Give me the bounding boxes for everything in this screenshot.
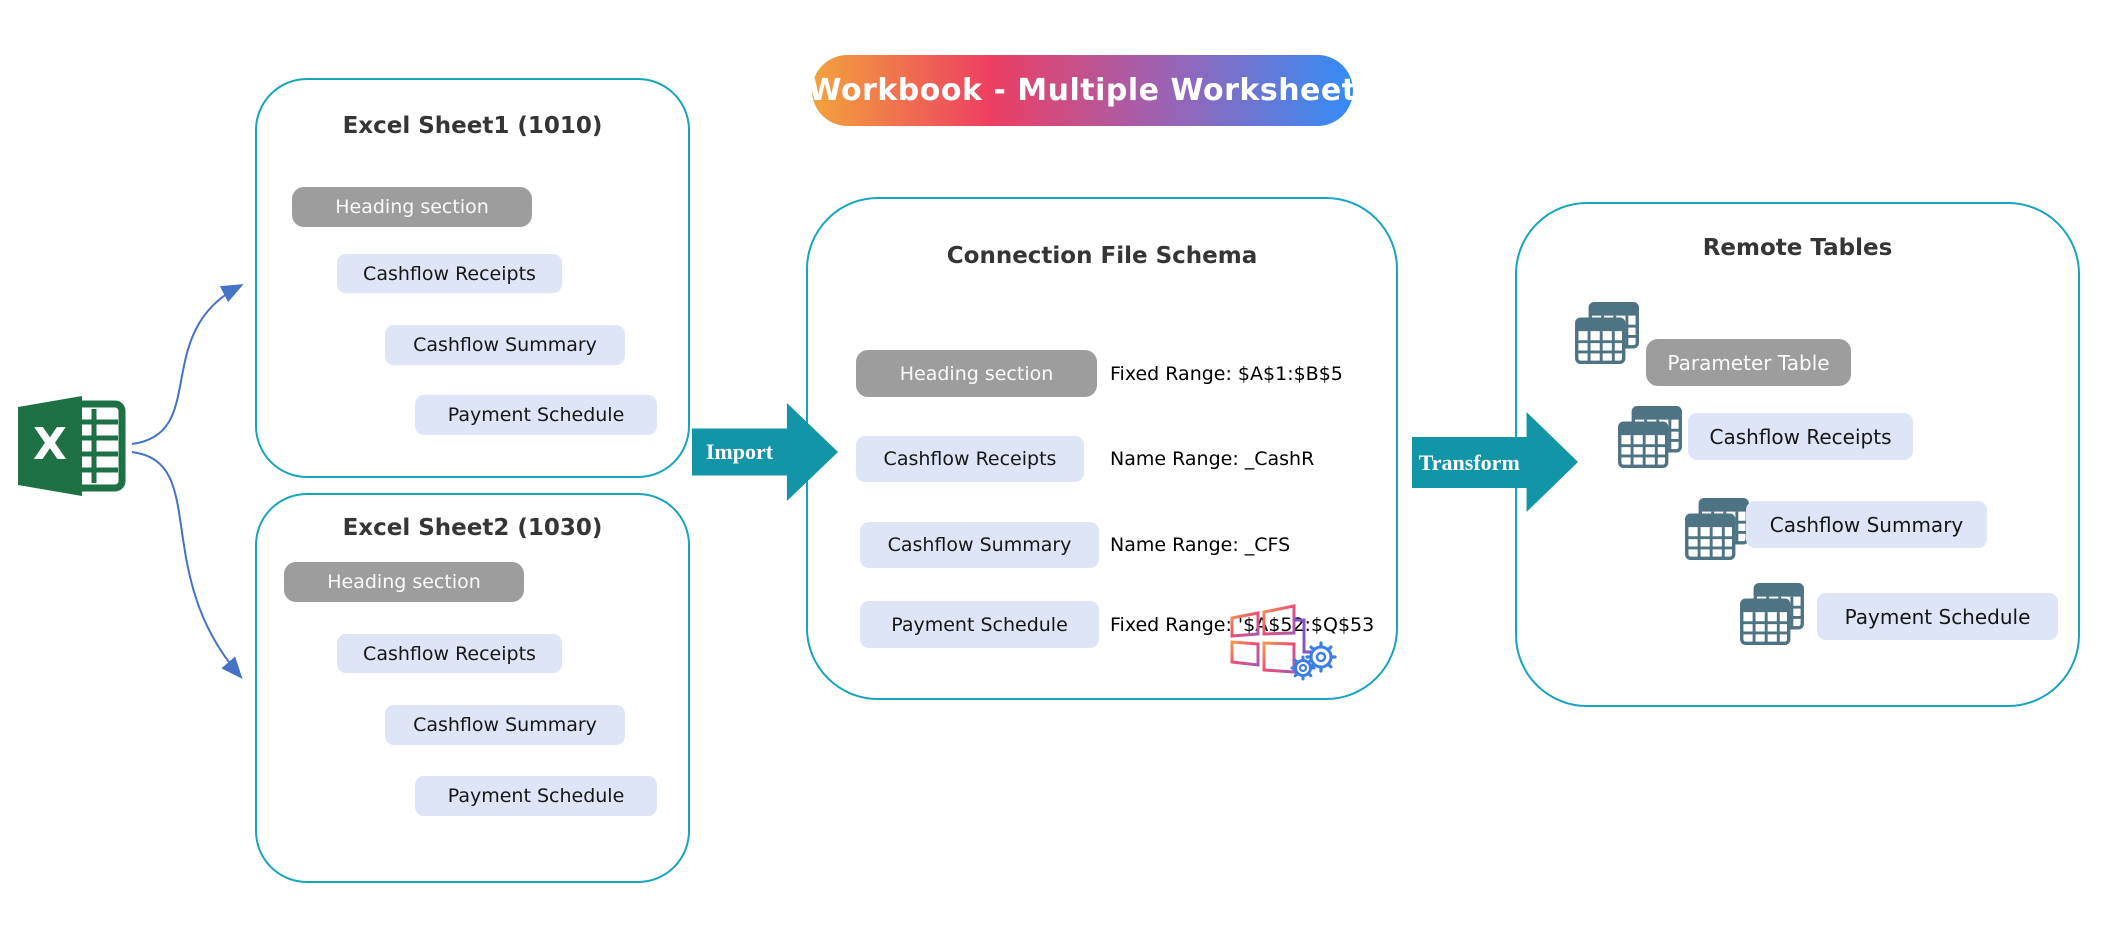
connection-file-schema-panel: Connection File Schema Heading section F… (806, 197, 1398, 700)
chip-cashflow-receipts: Cashflow Receipts (337, 254, 562, 293)
chip-heading-section: Heading section (292, 187, 532, 227)
chip-payment-schedule: Payment Schedule (860, 601, 1099, 648)
chip-payment-schedule: Payment Schedule (415, 395, 657, 435)
windows-gears-icon (1230, 604, 1337, 681)
excel-sheet2-panel: Excel Sheet2 (1030) Heading section Cash… (255, 493, 690, 883)
excel-icon: X (18, 396, 126, 496)
annotation-fixed-range-heading: Fixed Range: $A$1:$B$5 (1110, 362, 1343, 385)
chip-cashflow-receipts: Cashflow Receipts (337, 634, 562, 673)
chip-heading-section: Heading section (856, 350, 1097, 397)
annotation-name-range-cfs: Name Range: _CFS (1110, 534, 1291, 556)
panel-title: Excel Sheet2 (1030) (342, 515, 603, 541)
transform-arrow: Transform (1412, 412, 1578, 512)
import-arrow-label: Import (705, 438, 774, 464)
panel-title: Excel Sheet1 (1010) (342, 113, 603, 139)
curve-to-sheet1 (131, 284, 244, 445)
table-icon (1618, 406, 1682, 468)
excel-sheet1-panel: Excel Sheet1 (1010) Heading section Cash… (255, 78, 690, 478)
panel-title: Remote Tables (1702, 235, 1893, 261)
chip-cashflow-summary: Cashflow Summary (860, 522, 1099, 568)
annotation-fixed-range-payment: Fixed Range: '$A$52:$Q$53 (1110, 613, 1375, 636)
gear-icon-small (1290, 655, 1316, 681)
chip-cashflow-summary: Cashflow Summary (1746, 501, 1987, 548)
table-icon (1740, 583, 1804, 645)
curve-to-sheet2 (131, 451, 243, 680)
banner-title: Workbook - Multiple Worksheet (808, 73, 1357, 108)
title-banner: Workbook - Multiple Worksheet (808, 55, 1356, 126)
table-icon (1685, 498, 1749, 560)
chip-payment-schedule: Payment Schedule (1817, 593, 2058, 640)
connector-line (1294, 618, 1312, 654)
remote-tables-panel: Remote Tables Parameter Table Cashflow R… (1515, 202, 2080, 707)
chip-cashflow-receipts: Cashflow Receipts (856, 436, 1084, 482)
chip-payment-schedule: Payment Schedule (415, 776, 657, 816)
panel-title: Connection File Schema (946, 243, 1258, 269)
chip-parameter-table: Parameter Table (1646, 339, 1851, 386)
svg-text:X: X (33, 419, 67, 470)
table-icon (1575, 302, 1639, 364)
chip-cashflow-summary: Cashflow Summary (385, 325, 625, 365)
chip-cashflow-receipts: Cashflow Receipts (1688, 413, 1913, 460)
transform-arrow-label: Transform (1418, 449, 1520, 475)
chip-cashflow-summary: Cashflow Summary (385, 705, 625, 745)
annotation-name-range-cashr: Name Range: _CashR (1110, 448, 1315, 470)
import-arrow: Import (692, 403, 838, 501)
chip-heading-section: Heading section (284, 562, 524, 602)
gear-icon (1305, 641, 1337, 673)
